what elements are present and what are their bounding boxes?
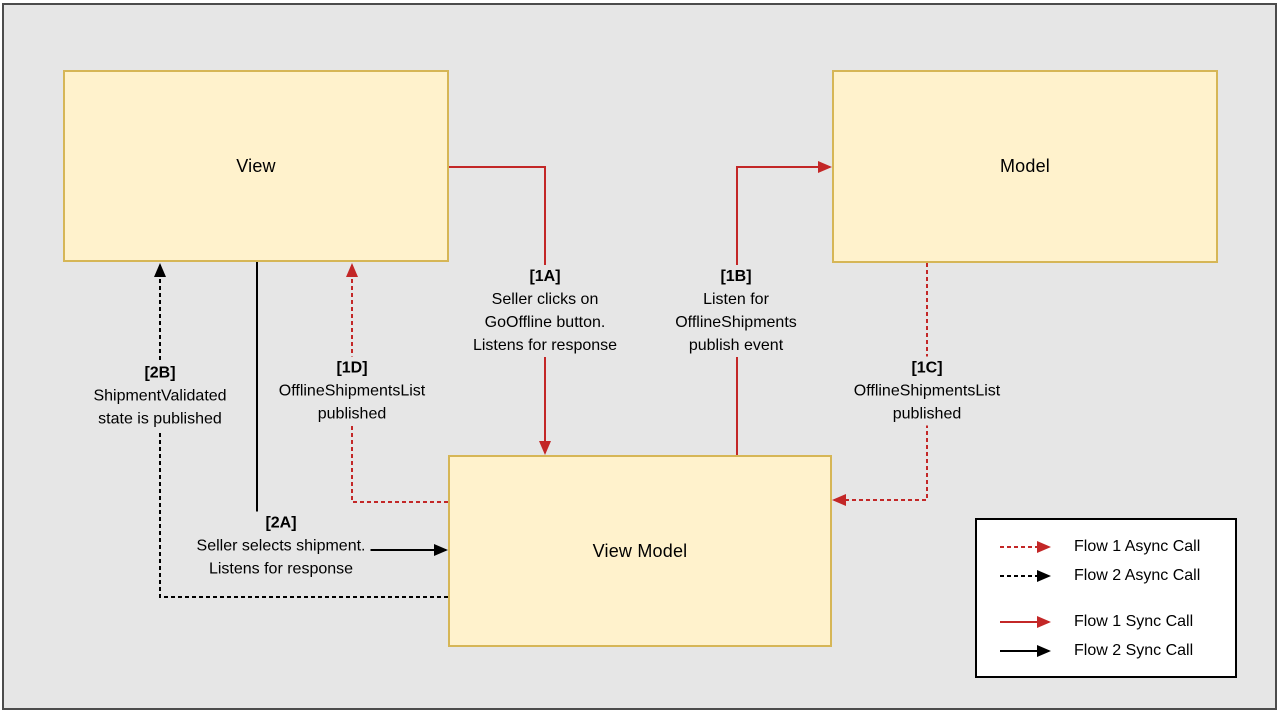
annotation-line: Seller clicks on: [491, 291, 599, 308]
annotation-tag: [1B]: [720, 268, 752, 285]
legend-item: Flow 1 Async Call: [997, 532, 1235, 561]
annotation-tag: [2A]: [265, 514, 297, 532]
view-node-label: View: [236, 155, 276, 176]
annotation-tag: [1C]: [911, 359, 943, 377]
annotation-line: publish event: [688, 337, 784, 354]
annotation-2b: [2B] ShipmentValidated state is published: [88, 361, 232, 431]
annotation-line: OfflineShipments: [675, 314, 797, 331]
annotation-tag: [2B]: [144, 364, 176, 382]
annotation-line: Seller selects shipment.: [196, 537, 366, 555]
annotation-line: Listen for: [703, 291, 769, 308]
legend-item: Flow 2 Sync Call: [997, 636, 1235, 665]
annotation-line: OfflineShipmentsList: [853, 382, 1001, 400]
legend-label: Flow 1 Async Call: [1074, 537, 1201, 555]
annotation-tag: [1D]: [336, 359, 368, 377]
dashed-arrow-icon: [1000, 540, 1051, 553]
annotation-line: ShipmentValidated: [93, 387, 227, 405]
annotation-line: OfflineShipmentsList: [278, 382, 426, 400]
annotation-line: Listens for response: [208, 560, 354, 578]
dashed-arrow-icon: [1000, 569, 1051, 582]
legend-item: Flow 2 Async Call: [997, 561, 1235, 590]
annotation-1c: [1C] OfflineShipmentsList published: [848, 356, 1006, 426]
solid-arrow-icon: [1000, 644, 1051, 657]
annotation-line: published: [892, 405, 962, 423]
annotation-line: Listens for response: [472, 337, 618, 354]
solid-arrow-icon: [1000, 615, 1051, 628]
model-node: Model: [832, 70, 1218, 263]
annotation-2a: [2A] Seller selects shipment. Listens for …: [191, 511, 371, 581]
legend-item: Flow 1 Sync Call: [997, 607, 1235, 636]
annotation-line: state is published: [98, 410, 222, 428]
annotation-1d: [1D] OfflineShipmentsList published: [273, 356, 431, 426]
view-model-node: View Model: [448, 455, 832, 647]
legend-label: Flow 2 Async Call: [1074, 566, 1201, 584]
annotation-line: GoOffline button.: [484, 314, 606, 331]
legend-label: Flow 2 Sync Call: [1074, 641, 1194, 659]
view-node: View: [63, 70, 449, 262]
annotation-line: published: [317, 405, 387, 423]
annotation-tag: [1A]: [529, 268, 561, 285]
legend-label: Flow 1 Sync Call: [1074, 612, 1194, 630]
annotation-1a: [1A] Seller clicks on GoOffline button. Lis…: [467, 265, 623, 357]
model-node-label: Model: [999, 156, 1051, 176]
view-model-node-label: View Model: [592, 540, 688, 561]
